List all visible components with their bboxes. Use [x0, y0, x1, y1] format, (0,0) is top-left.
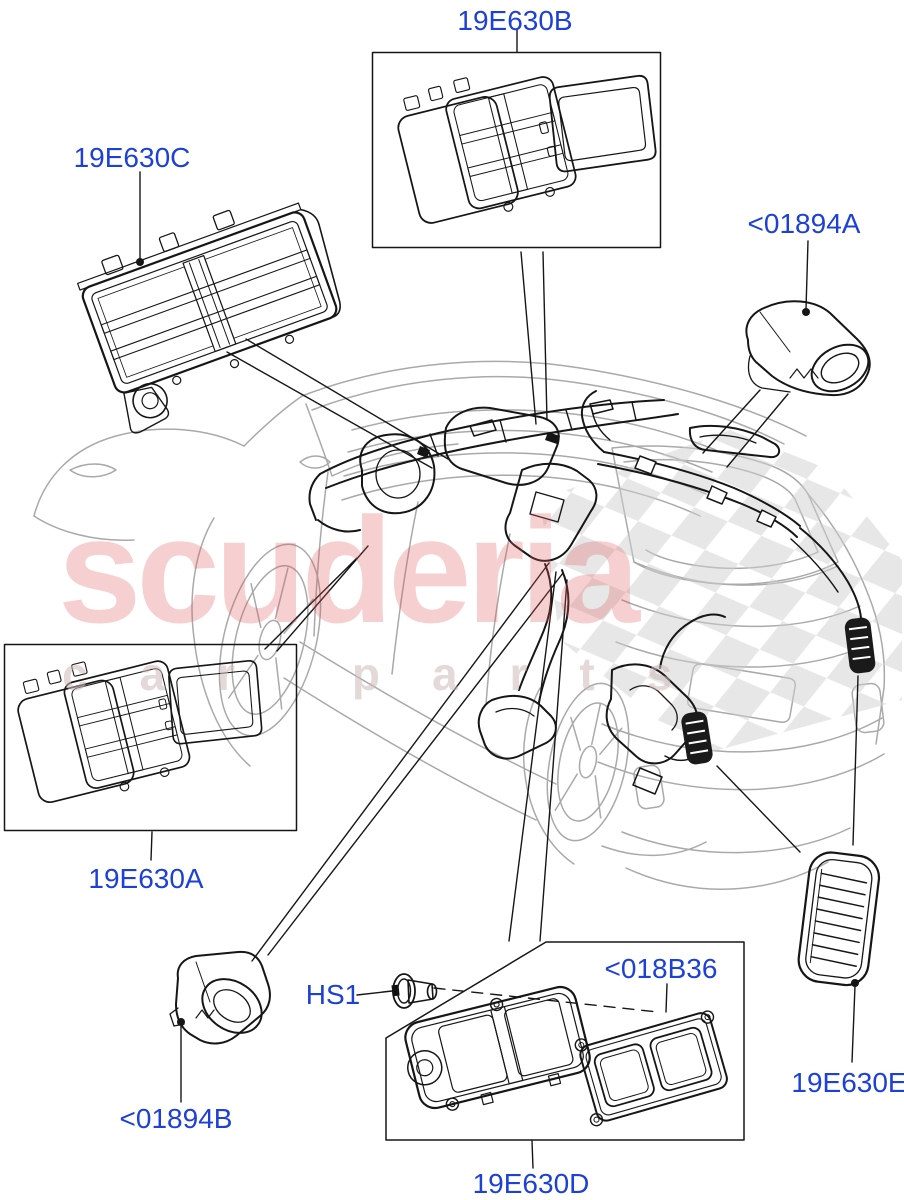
- part-vent-19E630D: [404, 985, 591, 1111]
- part-label-19E630D[interactable]: 19E630D: [473, 1168, 590, 1199]
- dashboard-duct-artwork: [308, 399, 679, 760]
- part-bezel-19E630B: [530, 64, 667, 185]
- part-bezel-018B36: [574, 1010, 728, 1127]
- watermark-tagline: car parts: [62, 648, 724, 700]
- part-label-19E630C[interactable]: 19E630C: [74, 142, 191, 173]
- fastener-HS1: [391, 973, 438, 1009]
- group-box-19E630A: [3, 643, 298, 832]
- watermark-diamond-pattern: [540, 430, 902, 755]
- leader-lines: [136, 28, 859, 1169]
- group-box-19E630B: [371, 51, 662, 249]
- left-pillar-vent-artwork: [681, 711, 713, 765]
- part-label-19E630E[interactable]: 19E630E: [791, 1067, 904, 1098]
- roof-duct-artwork: [580, 390, 862, 619]
- part-vent-19E630C: [77, 202, 341, 434]
- part-label-19E630A[interactable]: 19E630A: [88, 863, 204, 894]
- part-vent-19E630E: [797, 851, 881, 987]
- group-box-19E630D: [385, 941, 745, 1141]
- part-label-01894B[interactable]: <01894B: [120, 1103, 233, 1134]
- part-duct-01894B: [169, 950, 271, 1045]
- part-duct-01894A: [745, 300, 871, 397]
- part-label-01894A[interactable]: <01894A: [748, 208, 861, 239]
- part-vent-19E630B: [389, 56, 582, 234]
- part-label-HS1[interactable]: HS1: [306, 979, 360, 1010]
- watermark-brand: scuderia: [58, 486, 642, 654]
- part-label-018B36[interactable]: <018B36: [605, 953, 718, 984]
- part-label-19E630B[interactable]: 19E630B: [457, 5, 572, 36]
- rear-wheel: [546, 682, 630, 842]
- right-pillar-vent-artwork: [844, 617, 876, 674]
